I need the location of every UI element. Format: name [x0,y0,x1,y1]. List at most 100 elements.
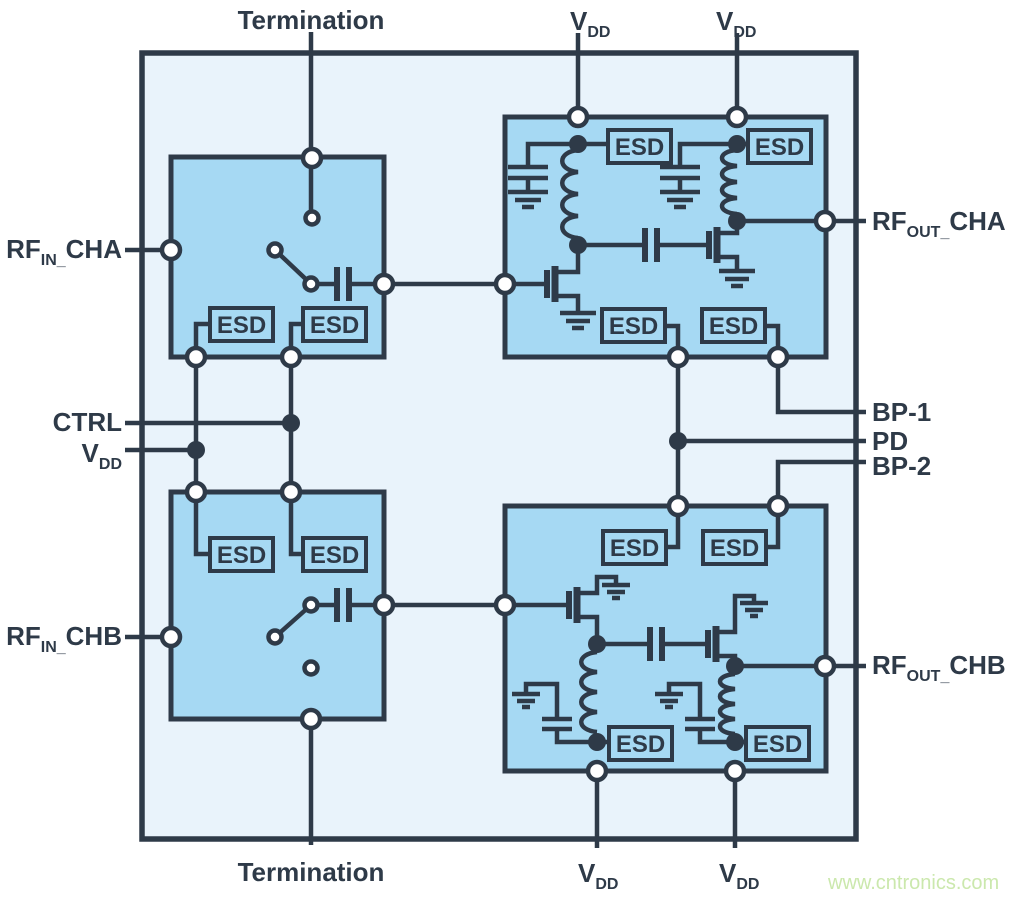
pin-rf-out-chb: RFOUT_CHB [825,650,1006,685]
pin-label-ctrl: CTRL [53,407,122,437]
source-wire [555,293,581,313]
inductor [579,649,598,735]
esd-label: ESD [709,313,758,340]
esd-hook [666,506,681,550]
esd-box [301,536,368,573]
series-capacitor [578,228,709,262]
nmos-transistor [505,249,596,331]
junction-dot [726,657,744,675]
esd-box [208,536,275,573]
bypass-capacitor [512,681,597,745]
junction-dot [728,135,746,153]
nmos-transistor [706,225,755,289]
ground-symbol [560,310,596,331]
esd-block: ESD [701,529,768,566]
esd-block: ESD [606,128,673,165]
esd-block: ESD [600,307,667,344]
esd-box [600,307,667,344]
switch-pivot [266,628,284,646]
internal-bus [193,357,681,506]
bypass-capacitor [655,681,735,745]
terminal [566,105,590,129]
terminal [299,707,323,731]
esd-box [744,725,811,762]
esd-hook [766,506,781,550]
terminal [184,480,208,504]
terminal [813,654,837,678]
pin-label-rf-in-chb: RFIN_CHB [6,621,122,656]
esd-box [301,306,368,343]
switch-contact [302,275,320,293]
terminal [585,759,609,783]
pin-label-rf-out-chb: RFOUT_CHB [872,650,1006,685]
pin-label-vdd-left: VDD [82,438,122,473]
terminal [766,494,790,518]
esd-block: ESD [301,306,368,343]
esd-box [700,307,767,344]
nmos-transistor [705,593,768,666]
esd-label: ESD [217,312,266,339]
terminal [159,625,183,649]
wire [523,681,560,719]
esd-block: ESD [607,725,674,762]
inductor [719,147,738,217]
terminal [766,345,790,369]
terminal [184,345,208,369]
ground-symbol [660,189,700,210]
esd-block: ESD [301,536,368,573]
source-wire [577,574,619,596]
esd-box [601,529,668,566]
source-wire [717,254,740,271]
esd-box [607,725,674,762]
esd-label: ESD [616,731,665,758]
switch-pivot [266,241,284,259]
esd-block: ESD [744,725,811,762]
junction-dot [726,733,744,751]
pin-label-vdd-top-2: VDD [716,6,756,41]
esd-hook [193,492,210,557]
wire [666,681,703,719]
terminal [372,593,396,617]
switch-contact [302,659,320,677]
switch-contact [302,596,320,614]
ground-symbol [719,268,755,289]
ground-symbol [740,600,768,619]
ground-symbol [512,691,540,710]
pin-pd: PD [669,426,908,456]
junction-dot [728,212,746,230]
wire [775,357,866,415]
wire [775,459,866,506]
esd-block: ESD [700,307,767,344]
esd-label: ESD [710,535,759,562]
pin-label-termination-bottom: Termination [238,857,385,887]
source-wire [716,593,757,635]
junction-dot [588,635,606,653]
input-switch-block-chb: ESD ESD [159,480,505,731]
esd-block: ESD [208,306,275,343]
terminal [493,593,517,617]
wire [697,729,735,745]
pin-label-vdd-bottom-1: VDD [578,858,618,893]
inductor [560,147,579,241]
inductor [717,671,736,737]
terminal [813,209,837,233]
terminal [300,146,324,170]
drain-wire [555,249,581,275]
pin-ctrl: CTRL [53,407,300,437]
esd-block: ESD [208,536,275,573]
terminal [723,759,747,783]
wire [554,729,597,745]
esd-label: ESD [217,542,266,569]
esd-label: ESD [310,542,359,569]
terminal [279,345,303,369]
series-capacitor [597,627,708,661]
esd-box [701,529,768,566]
terminal [666,345,690,369]
pin-label-rf-out-cha: RFOUT_CHA [872,206,1006,241]
ground-symbol [508,189,548,210]
input-switch-block-cha: ESD ESD [159,146,505,369]
junction-dot [569,135,587,153]
esd-label: ESD [755,134,804,161]
esd-box [208,306,275,343]
bypass-capacitor [660,141,737,210]
